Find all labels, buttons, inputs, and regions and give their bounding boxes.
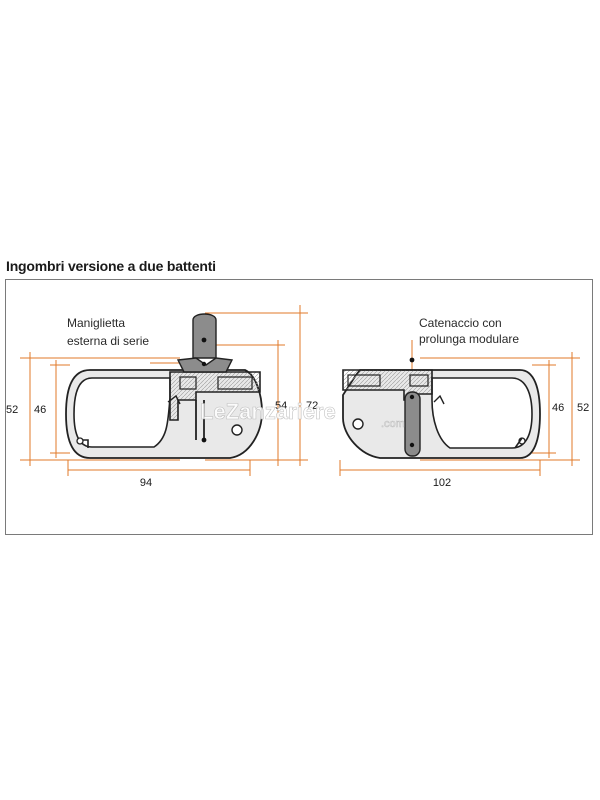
left-profile-drawing	[20, 305, 308, 476]
watermark: LeZanzariere .com	[200, 399, 405, 431]
right-callout-line2: prolunga modulare	[419, 332, 519, 346]
left-dim-inner-height: 46	[34, 404, 46, 416]
left-dim-outer-height: 52	[6, 404, 18, 416]
right-dim-inner-height: 46	[552, 402, 564, 414]
right-callout-line1: Catenaccio con	[419, 316, 502, 330]
right-bolt	[404, 391, 421, 457]
left-callout-line2: esterna di serie	[67, 334, 149, 348]
left-callout-line1: Maniglietta	[67, 316, 125, 330]
svg-text:.com: .com	[381, 418, 405, 430]
svg-text:LeZanzariere: LeZanzariere	[200, 399, 336, 424]
right-dim-outer-height: 52	[577, 402, 589, 414]
left-dim-54: 54	[275, 400, 287, 412]
left-handle	[192, 313, 217, 359]
section-title: Ingombri versione a due battenti	[6, 258, 216, 274]
right-dim-width: 102	[433, 477, 451, 489]
right-dimension-lines	[339, 340, 580, 476]
left-dim-width: 94	[140, 477, 152, 489]
right-inner-pocket	[431, 377, 533, 449]
left-inner-pocket	[73, 377, 171, 448]
left-dim-72: 72	[306, 400, 318, 412]
right-profile-drawing	[339, 340, 580, 476]
